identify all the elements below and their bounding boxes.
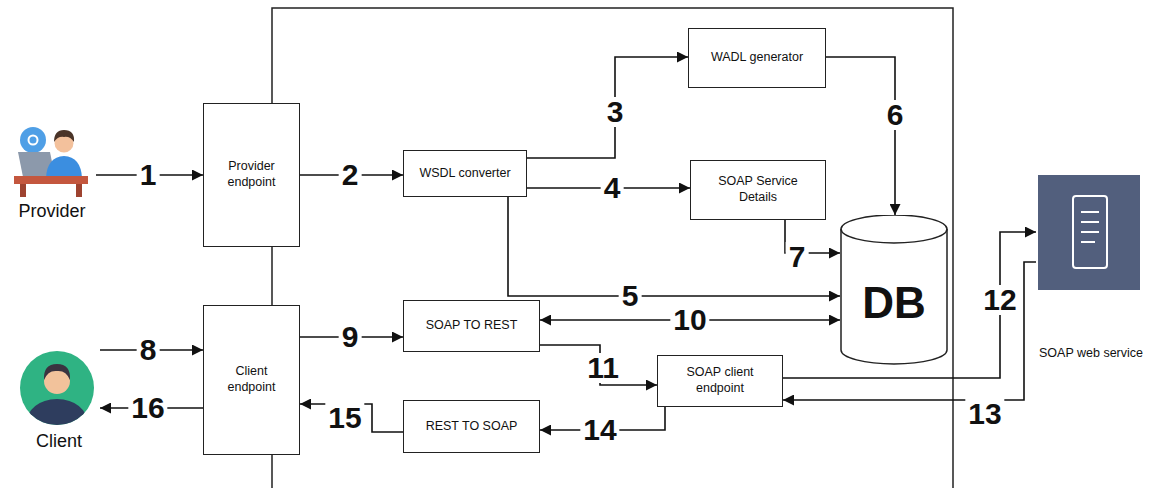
- node-text: Provider endpoint: [216, 159, 288, 190]
- document-outline: [1073, 196, 1107, 268]
- desk-leg: [76, 184, 82, 197]
- avatar-body: [24, 399, 90, 432]
- cylinder-rim: [841, 229, 947, 243]
- database-cylinder: DB: [840, 215, 948, 365]
- process-box: Provider endpoint: [203, 103, 300, 247]
- cylinder-body: [841, 215, 947, 364]
- flow-arrow: [540, 345, 657, 385]
- document-line: [1081, 211, 1099, 213]
- node-text: Client endpoint: [217, 364, 287, 395]
- figure-caption: Provider: [18, 201, 85, 222]
- step-number: 2: [339, 160, 362, 190]
- step-number: 15: [325, 403, 364, 433]
- step-number: 14: [580, 415, 619, 445]
- step-number: 8: [137, 335, 160, 365]
- node-text: WADL generator: [711, 50, 803, 66]
- flow-arrow: [527, 57, 688, 158]
- desk-leg: [20, 184, 26, 197]
- step-number: 7: [786, 242, 809, 272]
- step-number: 16: [128, 393, 167, 423]
- process-box: WSDL converter: [403, 150, 527, 197]
- node-text: REST TO SOAP: [426, 419, 518, 435]
- flow-arrow: [826, 57, 895, 215]
- system-frame: [272, 8, 953, 488]
- step-number: 10: [670, 305, 709, 335]
- node-text: SOAP client endpoint: [677, 365, 763, 396]
- avatar-hair: [44, 364, 70, 380]
- person-body: [46, 156, 82, 178]
- process-box: WADL generator: [688, 28, 826, 88]
- step-number: 4: [601, 173, 624, 203]
- client-icon: [20, 351, 94, 432]
- node-text: SOAP Service Details: [708, 174, 808, 205]
- database-label: DB: [862, 281, 926, 325]
- document-line: [1081, 221, 1099, 223]
- actor-figure: Provider: [8, 118, 96, 224]
- node-text: SOAP TO REST: [426, 318, 518, 334]
- step-number: 1: [137, 160, 160, 190]
- step-number: 3: [604, 97, 627, 127]
- step-number: 13: [965, 399, 1004, 429]
- step-number: 12: [980, 285, 1019, 315]
- process-box: SOAP Service Details: [690, 160, 826, 220]
- provider-icon: [14, 127, 88, 197]
- gear-badge: [20, 127, 46, 153]
- actor-figure: Client: [18, 346, 100, 454]
- step-number: 11: [584, 353, 622, 383]
- desk-top: [14, 176, 88, 184]
- person-hair: [54, 130, 74, 142]
- process-box: SOAP TO REST: [403, 300, 540, 352]
- document-line: [1081, 231, 1099, 233]
- step-number: 6: [884, 100, 907, 130]
- server-panel: [1038, 175, 1140, 290]
- step-number: 9: [339, 322, 362, 352]
- step-number: 5: [619, 281, 642, 311]
- process-box: REST TO SOAP: [403, 400, 540, 453]
- server-icon: [1038, 175, 1140, 290]
- service-figure: SOAP web service: [1036, 172, 1146, 362]
- figure-caption: SOAP web service: [1039, 346, 1143, 360]
- figure-caption: Client: [36, 431, 82, 452]
- document-line: [1081, 241, 1095, 243]
- node-text: WSDL converter: [419, 166, 510, 182]
- process-box: SOAP client endpoint: [657, 355, 783, 407]
- gear-hub: [29, 136, 38, 145]
- process-box: Client endpoint: [203, 305, 300, 455]
- flow-arrow: [300, 404, 403, 432]
